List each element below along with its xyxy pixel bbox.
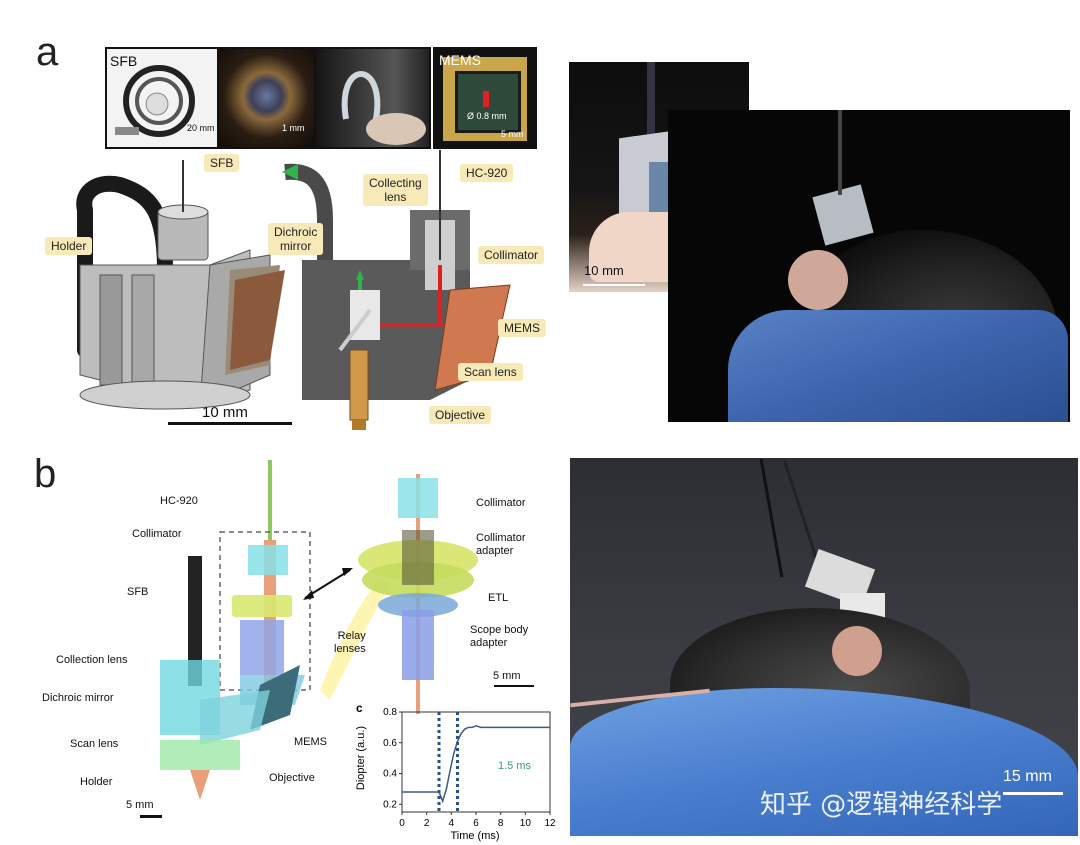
x-tick-label: 0 [399, 818, 405, 829]
x-tick-label: 12 [544, 818, 556, 829]
callout-collimator-a: Collimator [478, 246, 545, 264]
chart-annotation: 1.5 ms [498, 760, 532, 772]
y-tick-label: 0.2 [383, 799, 397, 810]
diopter-series-line [402, 724, 550, 804]
label-dichroic-mirror-b: Dichroic mirror [42, 692, 114, 704]
x-tick-label: 2 [424, 818, 430, 829]
sfb-inset-label: SFB [110, 53, 138, 69]
y-tick-label: 0.4 [383, 769, 397, 780]
x-tick-label: 10 [520, 818, 532, 829]
label-etl: ETL [488, 592, 509, 604]
callout-holder-a: Holder [45, 237, 93, 255]
panel-b-scale-left: 5 mm [126, 799, 154, 811]
sfb-inset-photos: SFB 20 mm 1 mm [105, 47, 431, 149]
callout-sfb-a: SFB [204, 154, 240, 172]
label-holder-b: Holder [80, 776, 113, 788]
mems-inset-photo: MEMS Ø 0.8 mm 5 mm [433, 47, 537, 149]
y-tick-label: 0.6 [383, 738, 397, 749]
panel-a-renders [76, 150, 511, 430]
panel-a-scale-label: 10 mm [202, 404, 248, 421]
panel-b-photo-scale-bar [1003, 792, 1063, 795]
label-exp-collimator: Collimator [476, 497, 526, 509]
fiber-bend-image [316, 49, 429, 147]
mems-inset-scale: 5 mm [501, 129, 524, 139]
panel-b-letter: b [34, 452, 57, 496]
label-collection-lens: Collection lens [56, 654, 128, 666]
callout-mems-a: MEMS [498, 319, 546, 337]
chart-xlabel: Time (ms) [450, 830, 499, 842]
diopter-chart: c Diopter (a.u.) Time (ms) 1.5 ms 0 2 4 6 8 1… [355, 701, 556, 842]
label-hc920-b: HC-920 [160, 495, 198, 507]
mems-inset-label: MEMS [439, 52, 481, 68]
panel-b-renders [140, 460, 534, 818]
label-scope-body-adapter: Scope body adapter [470, 624, 529, 649]
panel-b-photo-scale: 15 mm [1003, 768, 1052, 785]
label-scan-lens-b: Scan lens [70, 738, 119, 750]
chart-panel-letter: c [356, 701, 363, 715]
fiber-coil-image [115, 65, 195, 137]
mouse-with-microscope-photo-a [668, 110, 1070, 422]
label-mems-b: MEMS [294, 736, 327, 748]
tip-inset-scale: 1 mm [282, 123, 305, 133]
label-collimator-b: Collimator [132, 528, 182, 540]
panel-b-scale-right: 5 mm [493, 670, 521, 682]
panel-a-letter: a [36, 30, 59, 74]
callout-dichroic-mirror-a: Dichroic mirror [268, 223, 324, 255]
label-sfb-b: SFB [127, 586, 149, 598]
callout-scan-lens-a: Scan lens [458, 363, 523, 381]
callout-collecting-lens: Collecting lens [363, 174, 428, 206]
label-objective-b: Objective [269, 772, 315, 784]
finger-photo-scale: 10 mm [584, 263, 624, 278]
x-tick-label: 6 [473, 818, 479, 829]
mems-inset-dim: Ø 0.8 mm [467, 111, 507, 121]
mouse-with-microscope-photo-b [570, 458, 1078, 836]
callout-hc920-a: HC-920 [460, 164, 514, 182]
x-tick-label: 8 [498, 818, 504, 829]
fiber-tip-image [219, 49, 314, 147]
label-collimator-adapter: Collimator adapter [476, 532, 526, 557]
callout-objective-a: Objective [429, 406, 492, 424]
label-relay-lenses: Relay lenses [334, 630, 366, 655]
sfb-inset-scale: 20 mm [187, 123, 215, 133]
y-tick-label: 0.8 [383, 707, 397, 718]
chart-ylabel: Diopter (a.u.) [355, 726, 367, 790]
x-tick-label: 4 [449, 818, 455, 829]
zhihu-watermark: 知乎 @逻辑神经科学 [760, 790, 1003, 820]
